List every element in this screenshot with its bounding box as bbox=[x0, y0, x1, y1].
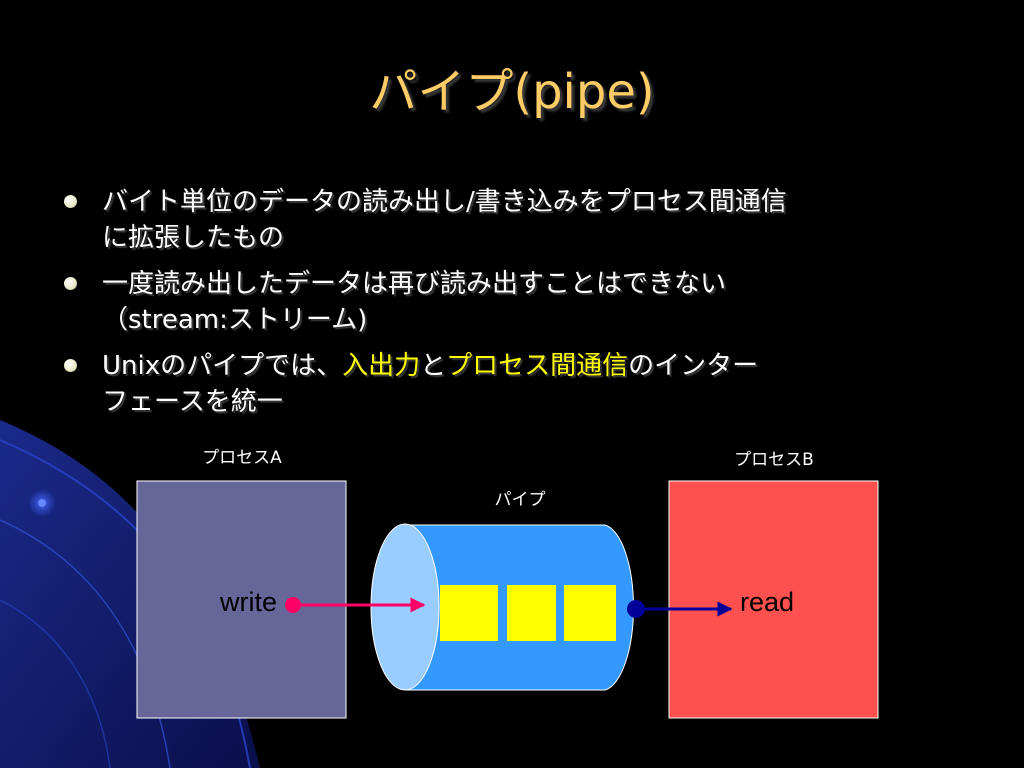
read-arrow-origin bbox=[627, 600, 645, 618]
read-label: read bbox=[740, 587, 794, 617]
write-arrow-origin bbox=[285, 597, 301, 613]
bullet-dot-icon bbox=[64, 277, 77, 290]
swoosh-dot bbox=[38, 499, 46, 507]
swoosh-line-2 bbox=[0, 519, 171, 768]
bullet-item-2: 一度読み出したデータは再び読み出すことはできない （stream:ストリーム) bbox=[62, 266, 962, 338]
slide-title: パイプ(pipe) bbox=[369, 64, 655, 120]
bullet-dot-icon bbox=[64, 359, 77, 372]
bullet-3-line-1: Unixのパイプでは、入出力とプロセス間通信のインター bbox=[102, 348, 962, 384]
buffer-slot-1 bbox=[440, 585, 498, 641]
buffer-slot-3 bbox=[564, 585, 616, 641]
process-a-label: プロセスA bbox=[202, 448, 282, 468]
bullet-1-line-2: に拡張したもの bbox=[102, 223, 285, 253]
swoosh-line-3 bbox=[0, 599, 111, 768]
bullet-list: バイト単位のデータの読み出し/書き込みをプロセス間通信 に拡張したもの 一度読み… bbox=[62, 184, 962, 430]
bullet-dot-icon bbox=[64, 195, 77, 208]
bullet-3-text-post: のインター bbox=[628, 351, 759, 381]
highlight-io: 入出力 bbox=[342, 351, 421, 381]
bullet-3-line-2: フェースを統一 bbox=[102, 387, 283, 417]
highlight-ipc: プロセス間通信 bbox=[446, 351, 629, 381]
bullet-item-1: バイト単位のデータの読み出し/書き込みをプロセス間通信 に拡張したもの bbox=[62, 184, 962, 256]
bullet-2-line-1: 一度読み出したデータは再び読み出すことはできない bbox=[102, 269, 727, 299]
pipe-cap bbox=[370, 523, 440, 691]
buffer-slot-2 bbox=[507, 585, 556, 641]
write-label: write bbox=[219, 587, 277, 617]
process-b-label: プロセスB bbox=[734, 450, 814, 470]
process-b-box bbox=[668, 480, 879, 719]
bullet-3-text-mid: と bbox=[420, 351, 447, 381]
pipe-label: パイプ bbox=[495, 490, 546, 510]
process-a-box bbox=[136, 480, 347, 719]
bullet-3-text-pre: Unixのパイプでは、 bbox=[102, 351, 343, 381]
bullet-2-line-2: （stream:ストリーム) bbox=[102, 305, 368, 335]
bullet-1-line-1: バイト単位のデータの読み出し/書き込みをプロセス間通信 bbox=[102, 187, 787, 217]
bullet-item-3: Unixのパイプでは、入出力とプロセス間通信のインター フェースを統一 bbox=[62, 348, 962, 420]
